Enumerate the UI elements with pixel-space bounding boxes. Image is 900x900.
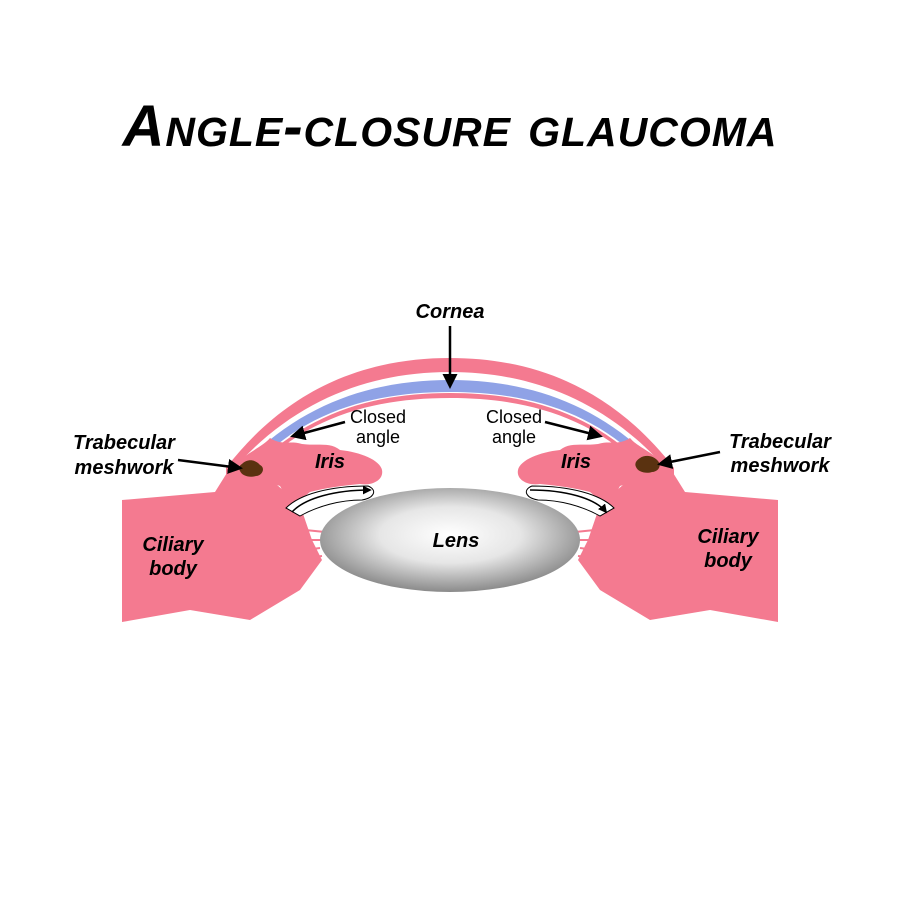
closed-angle-right-label-line2: angle <box>492 427 536 447</box>
trabecular-right-label-line2: meshwork <box>731 455 831 477</box>
iris-right-label: Iris <box>561 451 591 473</box>
closed-angle-right-label-line1: Closed <box>486 407 542 427</box>
right-trabecular-meshwork <box>635 455 660 473</box>
closed-angle-left-label-line1: Closed <box>350 407 406 427</box>
right-iris-flow-arrow <box>529 489 608 514</box>
left-zonule-fibres <box>304 529 326 559</box>
right-zonule-fibres <box>574 529 596 559</box>
left-ciliary-body <box>122 468 322 622</box>
trabecular-left-arrow <box>177 458 243 474</box>
trabecular-right-arrow <box>657 450 721 470</box>
closed-angle-left-arrow <box>290 420 346 441</box>
ciliary-left-label-line2: body <box>149 558 198 580</box>
lens-label: Lens <box>433 530 480 552</box>
trabecular-left-label-line1: Trabecular <box>73 432 176 454</box>
right-iris-channel <box>525 485 615 517</box>
cornea-label: Cornea <box>416 301 485 323</box>
trabecular-right-label-line1: Trabecular <box>729 431 832 453</box>
ciliary-left-label-line1: Ciliary <box>142 534 204 556</box>
trabecular-left-label-line2: meshwork <box>75 457 175 479</box>
cornea-blue-layer <box>238 380 662 470</box>
left-iris-channel <box>285 485 375 517</box>
closed-angle-left-label-line2: angle <box>356 427 400 447</box>
right-ciliary-body <box>578 468 778 622</box>
ciliary-right-label-line1: Ciliary <box>697 526 759 548</box>
ciliary-right-label-line2: body <box>704 550 753 572</box>
cornea-outer-layer <box>226 358 674 478</box>
lens <box>320 488 580 592</box>
page-title: Angle-closure glaucoma <box>122 94 778 159</box>
left-trabecular-meshwork <box>239 460 263 477</box>
closed-angle-right-arrow <box>544 420 603 441</box>
right-iris <box>517 438 668 522</box>
left-iris <box>232 438 383 522</box>
left-iris-flow-arrow <box>291 485 372 513</box>
iris-left-label: Iris <box>315 451 345 473</box>
